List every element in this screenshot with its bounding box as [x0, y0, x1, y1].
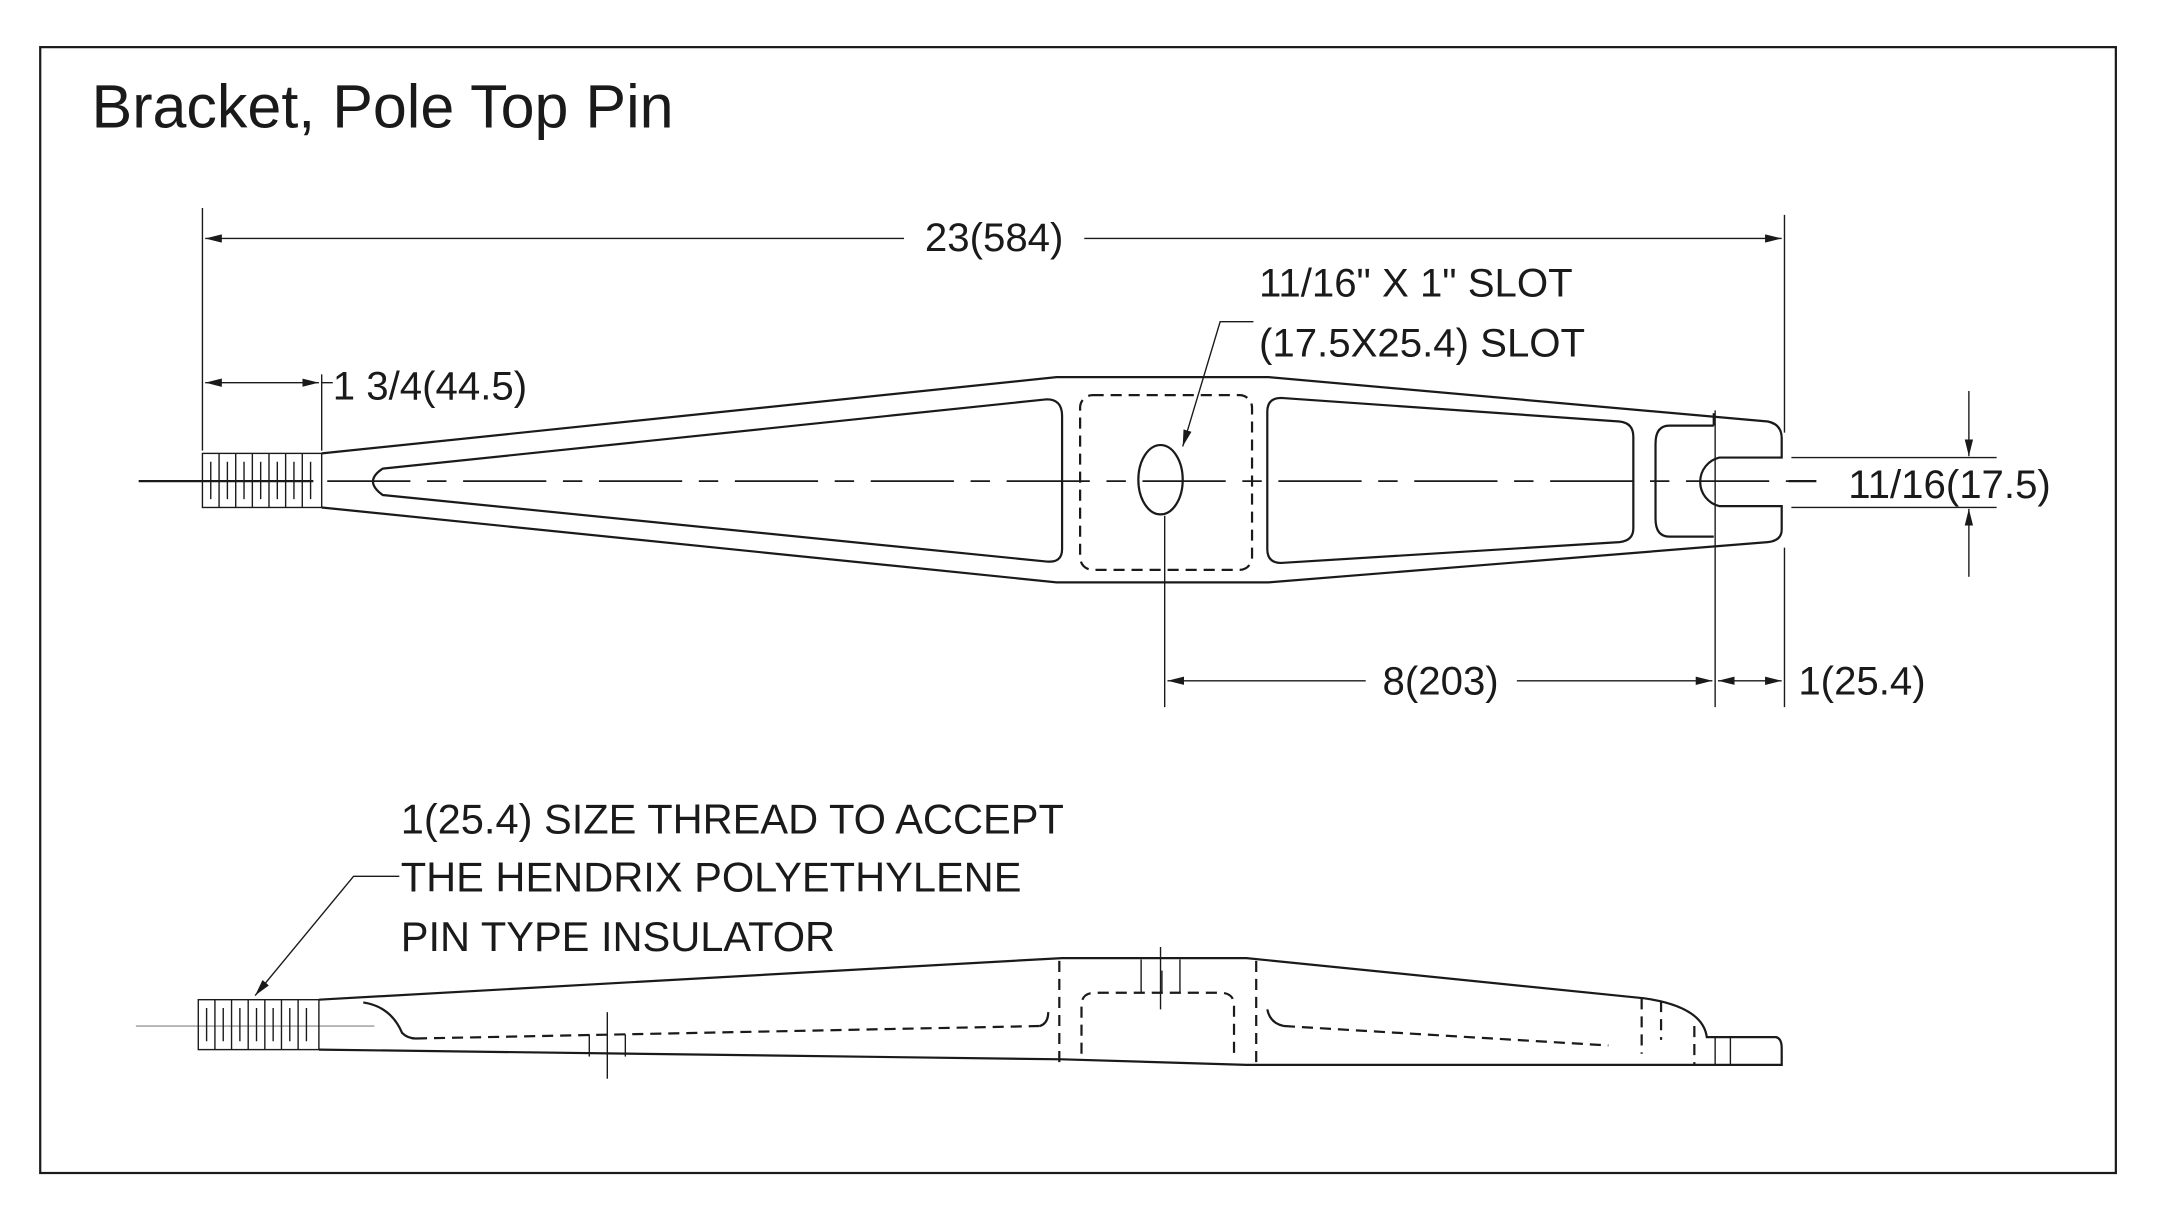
dim-overall-length: 23(584) — [201, 207, 1786, 451]
dim-slot-spacing: 8(203) 1(25.4) — [1163, 410, 1926, 708]
top-view — [138, 376, 1817, 584]
slot-callout: 11/16" X 1" SLOT (17.5X25.4) SLOT — [1182, 261, 1585, 447]
center-slot — [1137, 443, 1184, 516]
side-view — [135, 947, 1783, 1079]
drawing-title: Bracket, Pole Top Pin — [92, 73, 674, 141]
middle-pocket — [1266, 396, 1635, 565]
left-pocket — [371, 398, 1064, 563]
svg-text:23(584): 23(584) — [925, 215, 1064, 260]
svg-text:8(203): 8(203) — [1383, 659, 1499, 704]
thread-side-view — [197, 998, 320, 1051]
svg-text:1(25.4) SIZE THREAD TO ACCEPT: 1(25.4) SIZE THREAD TO ACCEPT — [401, 795, 1064, 842]
thread-top-view — [201, 452, 323, 509]
bracket-outline-side — [318, 956, 1783, 1066]
svg-text:THE HENDRIX POLYETHYLENE: THE HENDRIX POLYETHYLENE — [401, 854, 1022, 901]
svg-text:1(25.4): 1(25.4) — [1798, 659, 1925, 704]
svg-text:1 3/4(44.5): 1 3/4(44.5) — [333, 363, 527, 408]
svg-text:11/16(17.5): 11/16(17.5) — [1848, 462, 2051, 507]
dim-thread-length: 1 3/4(44.5) — [205, 363, 527, 451]
sheet-border — [39, 46, 2117, 1175]
svg-text:PIN TYPE INSULATOR: PIN TYPE INSULATOR — [401, 913, 835, 960]
bracket-outline-top — [321, 376, 1783, 584]
svg-text:(17.5X25.4) SLOT: (17.5X25.4) SLOT — [1259, 320, 1585, 365]
svg-text:11/16" X 1" SLOT: 11/16" X 1" SLOT — [1259, 261, 1573, 306]
dim-end-slot-width: 11/16(17.5) — [1791, 391, 2051, 577]
thread-note: 1(25.4) SIZE THREAD TO ACCEPT THE HENDRI… — [254, 795, 1064, 996]
boss-outline-hidden — [1079, 394, 1254, 571]
